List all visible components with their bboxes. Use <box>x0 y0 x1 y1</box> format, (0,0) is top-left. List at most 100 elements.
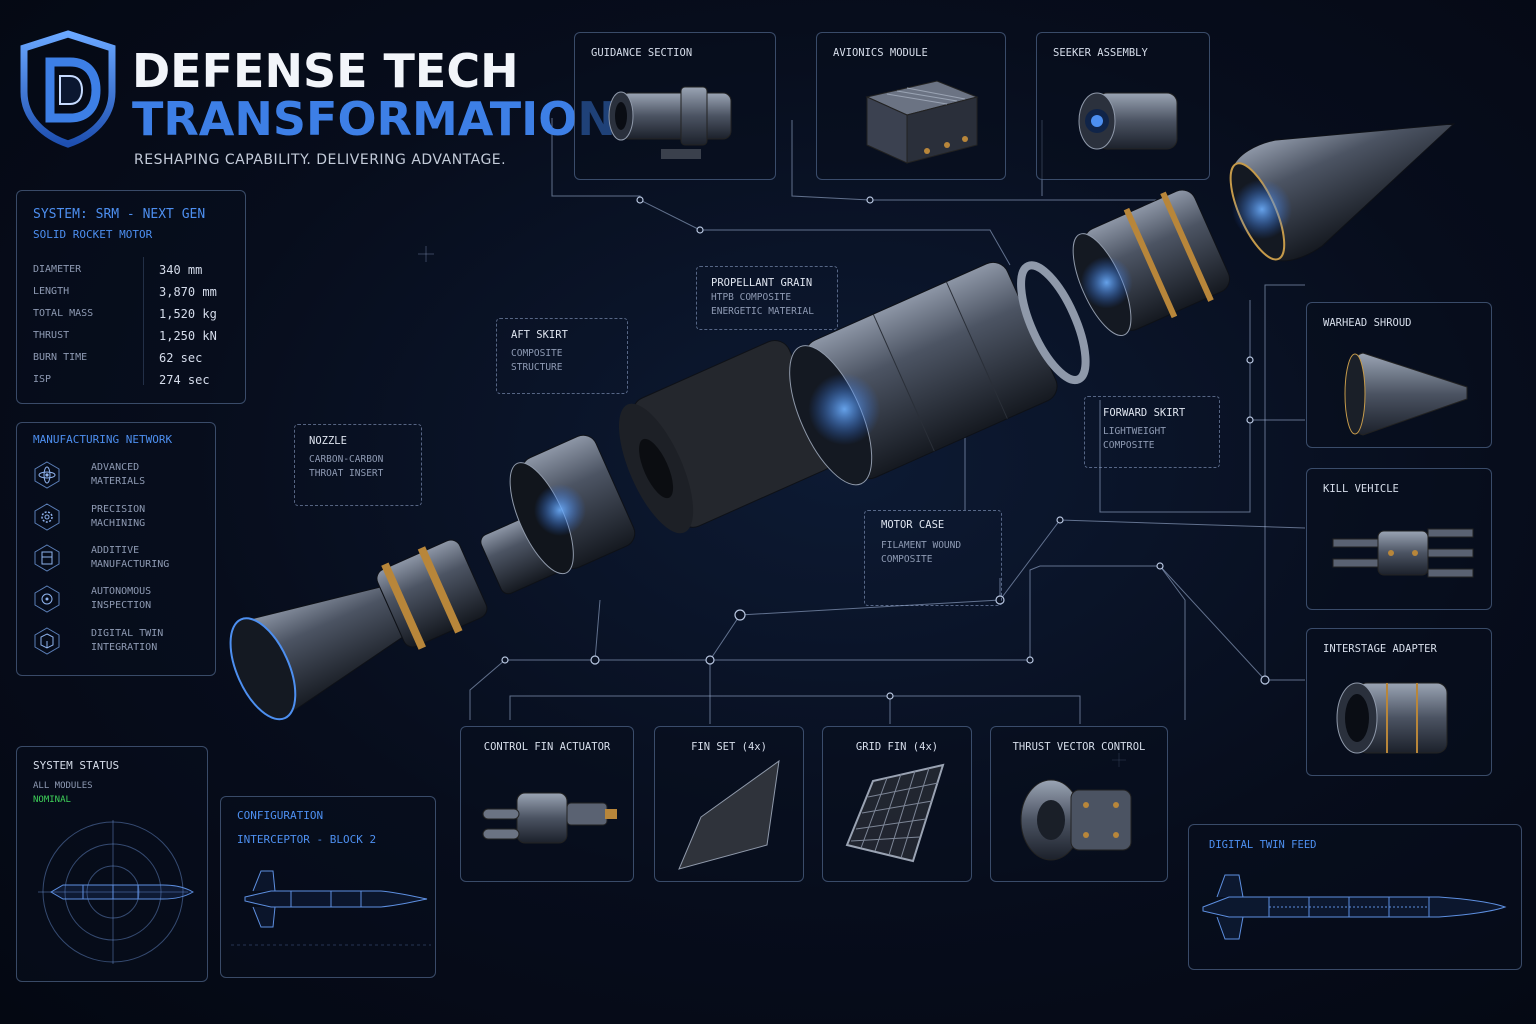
mfg-item-line1: PRECISION <box>91 504 146 515</box>
callout-title: PROPELLANT GRAIN <box>711 277 813 289</box>
spec-label: LENGTH <box>33 286 70 297</box>
card-avionics-module[interactable]: AVIONICS MODULE <box>816 32 1006 180</box>
card-title: GUIDANCE SECTION <box>591 47 693 59</box>
mfg-item-line1: ADVANCED <box>91 462 140 473</box>
thrust-vector-control-icon <box>1020 779 1132 861</box>
mfg-item-digital-twin-integration[interactable]: DIGITAL TWIN INTEGRATION <box>33 625 213 659</box>
warhead-shroud-icon <box>1344 352 1468 436</box>
tagline: RESHAPING CAPABILITY. DELIVERING ADVANTA… <box>134 152 507 168</box>
card-title: INTERSTAGE ADAPTER <box>1323 643 1437 655</box>
gear-icon <box>34 503 60 531</box>
spec-label: THRUST <box>33 330 70 341</box>
spec-row-thrust: THRUST 1,250 kN <box>33 327 233 347</box>
digital-twin-feed-panel: DIGITAL TWIN FEED <box>1188 824 1522 970</box>
callout-line2: COMPOSITE <box>881 554 933 565</box>
status-title: SYSTEM STATUS <box>33 759 120 772</box>
spec-row-total-mass: TOTAL MASS 1,520 kg <box>33 305 233 325</box>
spec-row-length: LENGTH 3,870 mm <box>33 283 233 303</box>
card-warhead-shroud[interactable]: WARHEAD SHROUD <box>1306 302 1492 448</box>
avionics-module-icon <box>865 80 979 164</box>
callout-title: MOTOR CASE <box>881 519 945 531</box>
spec-value: 3,870 mm <box>159 285 217 299</box>
radar-icon <box>38 820 194 964</box>
configuration-panel: CONFIGURATION INTERCEPTOR - BLOCK 2 <box>220 796 436 978</box>
spec-label: TOTAL MASS <box>33 308 94 319</box>
spec-title: SYSTEM: SRM - NEXT GEN <box>33 207 206 222</box>
shield-logo-icon <box>20 30 116 148</box>
fin-set-icon <box>678 759 780 870</box>
kill-vehicle-icon <box>1332 528 1474 578</box>
card-kill-vehicle[interactable]: KILL VEHICLE <box>1306 468 1492 610</box>
card-thrust-vector-control[interactable]: THRUST VECTOR CONTROL <box>990 726 1168 882</box>
mfg-item-autonomous-inspection[interactable]: AUTONOMOUS INSPECTION <box>33 583 213 617</box>
printer-icon <box>34 544 60 572</box>
mfg-item-precision-machining[interactable]: PRECISION MACHINING <box>33 501 213 535</box>
spec-value: 62 sec <box>159 351 203 365</box>
card-title: WARHEAD SHROUD <box>1323 317 1412 329</box>
card-guidance-section[interactable]: GUIDANCE SECTION <box>574 32 776 180</box>
atom-icon <box>34 461 60 489</box>
configuration-title: CONFIGURATION <box>237 809 324 822</box>
mfg-item-line1: ADDITIVE <box>91 545 140 556</box>
spec-row-burn-time: BURN TIME 62 sec <box>33 349 233 369</box>
mfg-item-line2: MATERIALS <box>91 476 146 487</box>
spec-label: ISP <box>33 374 52 385</box>
digital-twin-title: DIGITAL TWIN FEED <box>1209 839 1317 851</box>
mfg-item-line2: MANUFACTURING <box>91 559 170 570</box>
mfg-item-line1: AUTONOMOUS <box>91 586 152 597</box>
status-line-1: ALL MODULES <box>33 781 93 791</box>
card-title: KILL VEHICLE <box>1323 483 1399 495</box>
spec-row-isp: ISP 274 sec <box>33 371 233 391</box>
cube-icon <box>34 627 60 655</box>
card-fin-set[interactable]: FIN SET (4x) <box>654 726 804 882</box>
callout-title: FORWARD SKIRT <box>1103 407 1186 419</box>
card-seeker-assembly[interactable]: SEEKER ASSEMBLY <box>1036 32 1210 180</box>
guidance-section-icon <box>608 86 732 159</box>
callout-title: NOZZLE <box>309 435 347 447</box>
spec-label: BURN TIME <box>33 352 88 363</box>
callout-line2: THROAT INSERT <box>309 468 384 479</box>
callout-line1: LIGHTWEIGHT <box>1103 426 1166 437</box>
mfg-item-line2: INTEGRATION <box>91 642 158 653</box>
system-status-panel: SYSTEM STATUS ALL MODULES NOMINAL <box>16 746 208 982</box>
interceptor-wireframe-icon <box>231 870 431 946</box>
callout-motor-case: MOTOR CASE FILAMENT WOUND COMPOSITE <box>864 510 1002 606</box>
spec-value: 1,250 kN <box>159 329 217 343</box>
mfg-item-line2: INSPECTION <box>91 600 152 611</box>
card-title: CONTROL FIN ACTUATOR <box>483 741 611 753</box>
mfg-item-advanced-materials[interactable]: ADVANCED MATERIALS <box>33 459 213 493</box>
mfg-item-line2: MACHINING <box>91 518 146 529</box>
manufacturing-title: MANUFACTURING NETWORK <box>33 433 173 446</box>
scan-icon <box>34 585 60 613</box>
configuration-value: INTERCEPTOR - BLOCK 2 <box>237 833 377 846</box>
title-line-1: DEFENSE TECH <box>132 44 519 98</box>
control-fin-actuator-icon <box>482 792 617 844</box>
spec-value: 340 mm <box>159 263 203 277</box>
card-control-fin-actuator[interactable]: CONTROL FIN ACTUATOR <box>460 726 634 882</box>
callout-line1: FILAMENT WOUND <box>881 540 962 551</box>
digital-twin-wireframe-icon <box>1202 874 1507 940</box>
seeker-assembly-icon <box>1078 92 1178 150</box>
callout-title: AFT SKIRT <box>511 329 568 341</box>
card-title: AVIONICS MODULE <box>833 47 928 59</box>
spec-subtitle: SOLID ROCKET MOTOR <box>33 228 153 241</box>
mfg-item-line1: DIGITAL TWIN <box>91 628 164 639</box>
card-grid-fin[interactable]: GRID FIN (4x) <box>822 726 972 882</box>
grid-fin-icon <box>845 763 945 863</box>
mfg-item-additive-manufacturing[interactable]: ADDITIVE MANUFACTURING <box>33 542 213 576</box>
callout-line2: ENERGETIC MATERIAL <box>711 306 814 317</box>
system-spec-panel: SYSTEM: SRM - NEXT GEN SOLID ROCKET MOTO… <box>16 190 246 404</box>
card-title: GRID FIN (4x) <box>855 741 939 753</box>
card-interstage-adapter[interactable]: INTERSTAGE ADAPTER <box>1306 628 1492 776</box>
callout-line1: COMPOSITE <box>511 348 563 359</box>
spec-label: DIAMETER <box>33 264 82 275</box>
spec-row-diameter: DIAMETER 340 mm <box>33 261 233 281</box>
spec-divider <box>143 257 144 385</box>
status-line-2: NOMINAL <box>33 795 71 805</box>
card-title: SEEKER ASSEMBLY <box>1053 47 1148 59</box>
